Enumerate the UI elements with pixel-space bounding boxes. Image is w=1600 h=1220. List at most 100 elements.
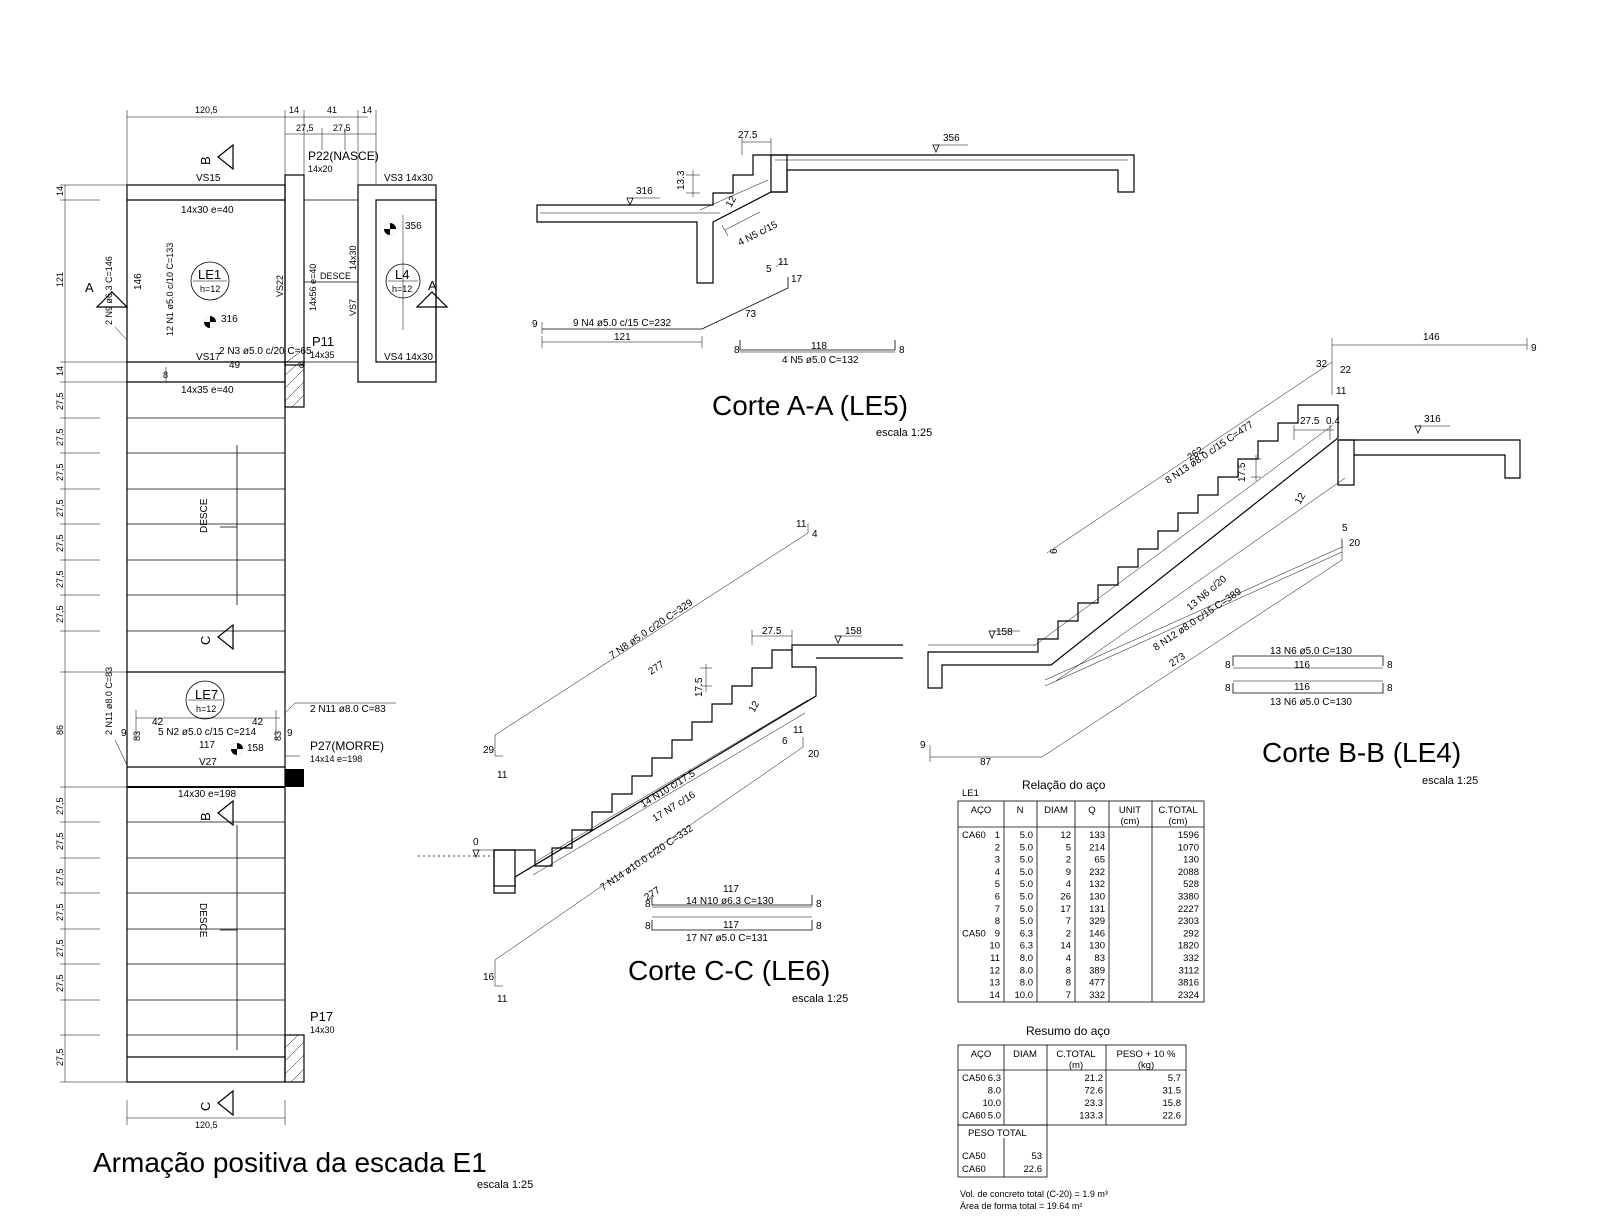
steel-list-cell: 132 (1089, 879, 1105, 890)
label-l4-h: h=12 (392, 284, 412, 294)
svg-text:12: 12 (747, 699, 762, 715)
label-vs17: VS17 (196, 352, 221, 363)
steel-list-cell: 26 (1060, 892, 1071, 903)
svg-text:5: 5 (1342, 523, 1348, 534)
steel-list-cell: 13 (989, 978, 1000, 989)
steel-list-cell: 4 (1066, 879, 1071, 890)
steel-list-cell: 7 (1066, 916, 1071, 927)
dim-left-275-9: 27,5 (55, 832, 65, 850)
svg-text:8: 8 (816, 899, 822, 910)
steel-list-table: Relação do aço LE1 AÇO N DIAM Q UNIT C.T… (957, 778, 1205, 1003)
steel-list-cell: 130 (1089, 941, 1105, 952)
svg-text:273: 273 (1168, 651, 1188, 670)
label-l4: L4 (395, 267, 409, 282)
steel-list-piece: LE1 (962, 788, 979, 799)
steel-summary-cell: 22.6 (1163, 1111, 1182, 1122)
svg-text:146: 146 (1423, 332, 1440, 343)
section-bb: 146 9 32 22 11 262 8 N13 ø8.0 c/15 C=477… (920, 332, 1537, 787)
svg-text:4 N5 c/15: 4 N5 c/15 (736, 219, 780, 248)
svg-text:UNIT: UNIT (1119, 805, 1141, 816)
svg-text:17.5: 17.5 (1237, 462, 1248, 482)
steel-list-cell: 8 (1066, 965, 1071, 976)
svg-text:73: 73 (745, 309, 757, 320)
steel-list-cell: 8.0 (1020, 978, 1033, 989)
svg-text:13 N6 ø5.0 C=130: 13 N6 ø5.0 C=130 (1270, 646, 1352, 657)
svg-text:16: 16 (483, 972, 495, 983)
label-desce-top: DESCE (320, 271, 351, 281)
steel-list-cell: 5.0 (1020, 916, 1033, 927)
svg-text:9 N4 ø5.0 c/15 C=232: 9 N4 ø5.0 c/15 C=232 (573, 318, 672, 329)
label-level-316: 316 (221, 314, 238, 325)
slab-l4-marker (385, 263, 421, 299)
svg-text:11: 11 (796, 519, 807, 530)
dim-left-275-7: 27,5 (55, 605, 65, 623)
svg-text:DIAM: DIAM (1044, 805, 1068, 816)
svg-text:9: 9 (532, 319, 538, 330)
peso-total-cell: 22.6 (1024, 1164, 1043, 1175)
steel-list-cell: CA60 (962, 830, 986, 841)
dim-left-275-4: 27,5 (55, 499, 65, 517)
steel-summary-cell: 72.6 (1085, 1086, 1104, 1097)
steel-list-cell: 6.3 (1020, 928, 1033, 939)
label-n3: 2 N3 ø5.0 c/20 C=65 (219, 346, 312, 357)
svg-text:(kg): (kg) (1138, 1060, 1154, 1071)
dim-top-41: 41 (327, 105, 337, 115)
steel-list-cell: 2303 (1178, 916, 1199, 927)
label-le1: LE1 (198, 267, 221, 282)
svg-text:87: 87 (980, 757, 992, 768)
steel-summary-cell: 5.0 (988, 1111, 1001, 1122)
svg-text:N: N (1017, 805, 1024, 816)
svg-text:117: 117 (723, 920, 739, 931)
section-mark-c-mid: C (198, 623, 234, 651)
steel-summary-cell: CA60 (962, 1111, 986, 1122)
section-aa-title: Corte A-A (LE5) (712, 390, 908, 421)
svg-text:8: 8 (645, 899, 651, 910)
dim-bottom-1205: 120,5 (195, 1120, 218, 1130)
dim-top-275b: 27,5 (333, 123, 351, 133)
svg-text:32: 32 (1316, 359, 1328, 370)
peso-total-cell: CA60 (962, 1164, 986, 1175)
steel-list-cell: 8.0 (1020, 953, 1033, 964)
section-mark-c-bottom: C (198, 1089, 234, 1117)
section-bb-scale: escala 1:25 (1422, 775, 1478, 787)
svg-text:12: 12 (1293, 491, 1308, 507)
steel-list-cell: 329 (1089, 916, 1105, 927)
label-desce-mid: DESCE (199, 498, 210, 533)
label-desce-low: DESCE (197, 903, 208, 938)
steel-list-cell: 528 (1183, 879, 1199, 890)
steel-list-cell: 2227 (1178, 904, 1199, 915)
svg-text:(cm): (cm) (1121, 816, 1140, 827)
steel-list-cell: 5.0 (1020, 904, 1033, 915)
label-d9b: 9 (287, 728, 293, 739)
plan-view: 120,5 14 41 14 27,5 27,5 (55, 105, 533, 1191)
label-p27: P27(MORRE) (310, 739, 384, 753)
label-d83a: 83 (132, 731, 142, 741)
svg-text:8: 8 (734, 345, 740, 356)
steel-summary-cell: 10.0 (983, 1098, 1002, 1109)
label-d42a: 42 (152, 717, 164, 728)
steel-list-cell: 3 (995, 855, 1000, 866)
svg-text:6: 6 (1049, 548, 1060, 554)
peso-total-cell: CA50 (962, 1151, 986, 1162)
steel-list-cell: 4 (995, 867, 1000, 878)
steel-list-cell: 12 (989, 965, 1000, 976)
label-p22: P22(NASCE) (308, 149, 379, 163)
slab-le1-marker (190, 261, 230, 301)
label-vs15-dim: 14x30 e=40 (181, 205, 234, 216)
steel-list-cell: 5 (995, 879, 1000, 890)
dim-top-14a: 14 (289, 105, 299, 115)
svg-text:29: 29 (483, 745, 495, 756)
slab-le7-marker (185, 680, 225, 720)
dim-left-14a: 14 (55, 186, 65, 196)
label-14x35: 14x35 e=40 (181, 385, 234, 396)
svg-text:17 N7 ø5.0 C=131: 17 N7 ø5.0 C=131 (686, 933, 768, 944)
svg-text:C: C (198, 1102, 213, 1111)
svg-text:11: 11 (1336, 386, 1347, 397)
label-d117: 117 (199, 740, 215, 751)
svg-text:4: 4 (812, 529, 818, 540)
plan-title: Armação positiva da escada E1 (93, 1147, 487, 1178)
svg-text:A: A (428, 278, 437, 293)
steel-list-cell: 5.0 (1020, 830, 1033, 841)
svg-text:DIAM: DIAM (1013, 1049, 1037, 1060)
